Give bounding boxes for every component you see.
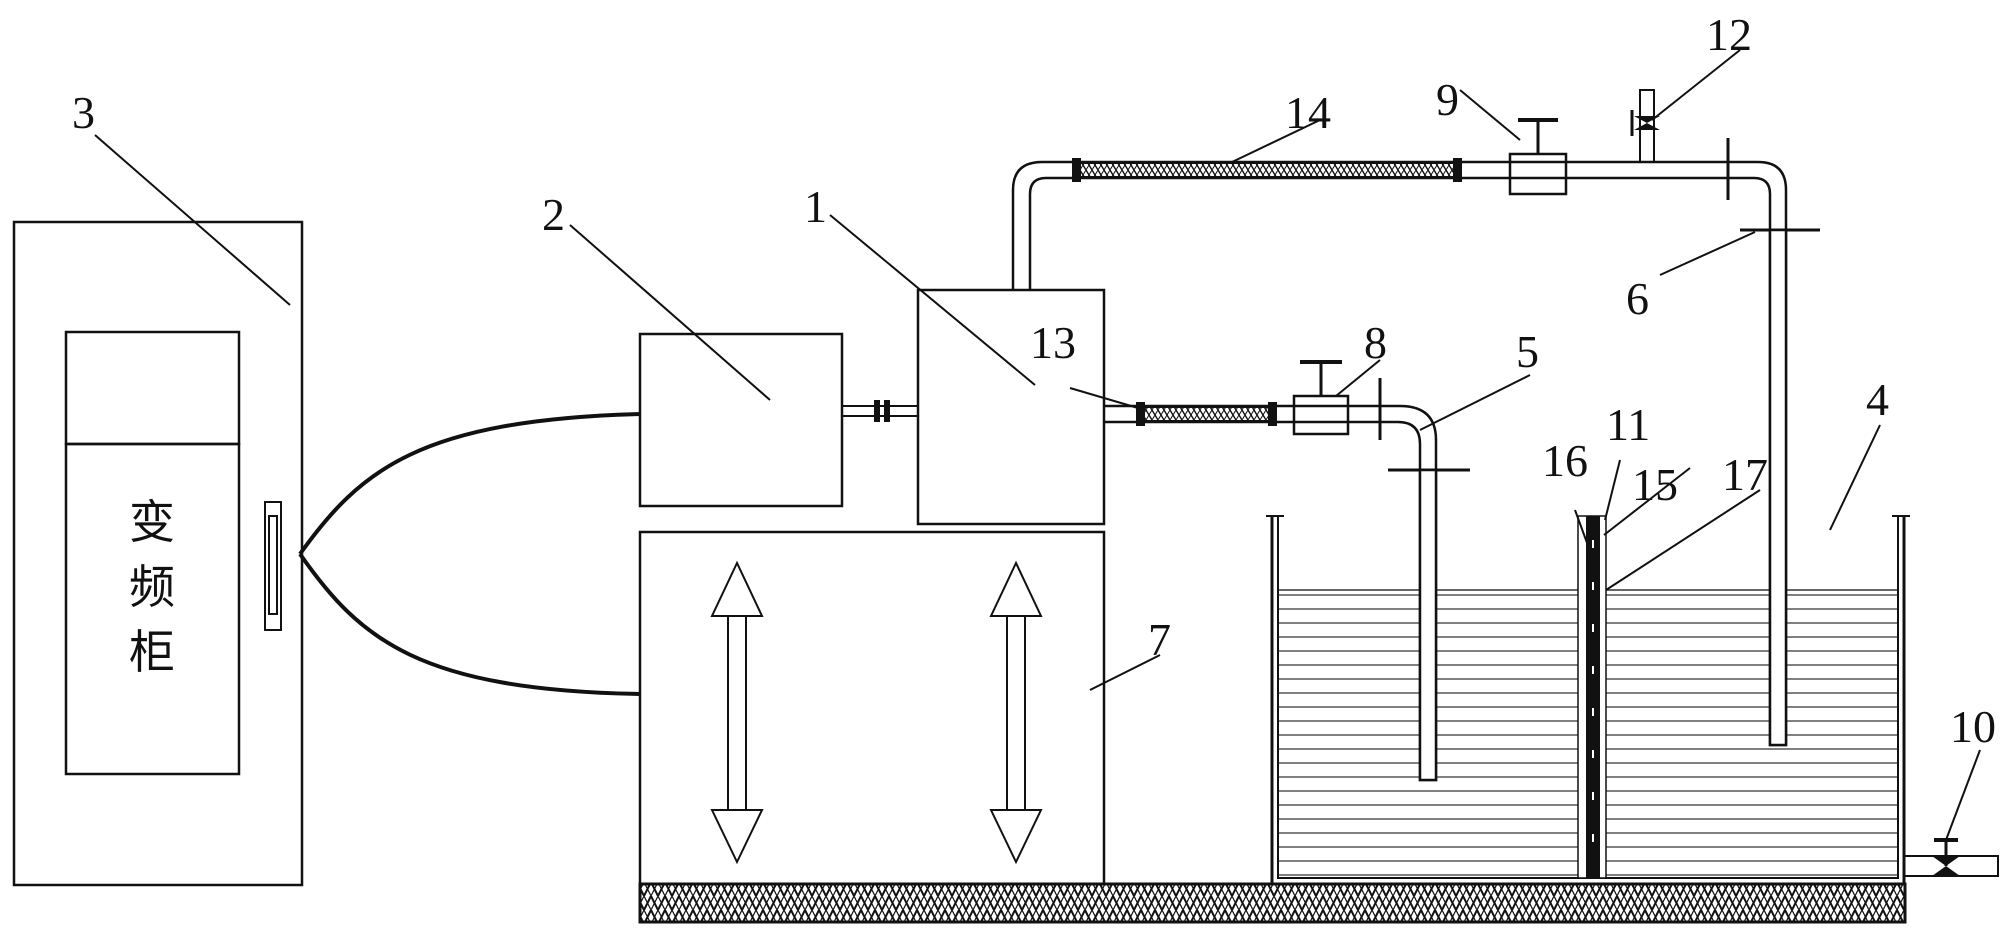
upper-pipe-leg (1768, 228, 1788, 747)
drain-valve[interactable] (1903, 838, 1999, 877)
motor-box[interactable] (638, 332, 844, 508)
label-11: 11 (1606, 399, 1650, 450)
label-5: 5 (1516, 326, 1539, 377)
upper-hose-clamp-left (1072, 158, 1081, 182)
label-3: 3 (72, 87, 95, 138)
label-8: 8 (1364, 317, 1387, 368)
cabinet-char-1: 变 (129, 495, 175, 549)
lower-hose-clamp-right (1268, 402, 1277, 426)
label-4: 4 (1866, 374, 1889, 425)
upper-valve[interactable] (1508, 118, 1568, 196)
lower-hose-clamp-left (1136, 402, 1145, 426)
lower-pipe-leg (1418, 468, 1438, 782)
lower-hose (1141, 406, 1273, 422)
leader-lines (94, 49, 1981, 841)
label-7: 7 (1148, 614, 1171, 665)
small-valve[interactable] (1630, 89, 1660, 163)
lower-valve[interactable] (1292, 360, 1350, 436)
label-6: 6 (1626, 273, 1649, 324)
label-14: 14 (1285, 87, 1331, 138)
power-cables (298, 412, 641, 696)
label-15: 15 (1632, 459, 1678, 510)
label-10: 10 (1950, 701, 1996, 752)
cabinet-char-2: 频 (129, 560, 175, 614)
label-17: 17 (1722, 449, 1768, 500)
pump-box[interactable] (916, 288, 1106, 526)
cabinet-char-3: 柜 (129, 625, 175, 679)
label-1: 1 (804, 181, 827, 232)
upper-hose (1077, 162, 1457, 178)
upper-hose-clamp-right (1453, 158, 1462, 182)
label-9: 9 (1436, 74, 1459, 125)
label-16: 16 (1542, 435, 1588, 486)
label-12: 12 (1706, 9, 1752, 60)
lifting-platform[interactable] (638, 530, 1106, 886)
label-2: 2 (542, 189, 565, 240)
label-13: 13 (1030, 317, 1076, 368)
frequency-cabinet[interactable] (12, 220, 304, 887)
measuring-column[interactable] (1577, 515, 1607, 879)
ground-base (638, 882, 1907, 924)
shaft-coupling (842, 400, 918, 422)
